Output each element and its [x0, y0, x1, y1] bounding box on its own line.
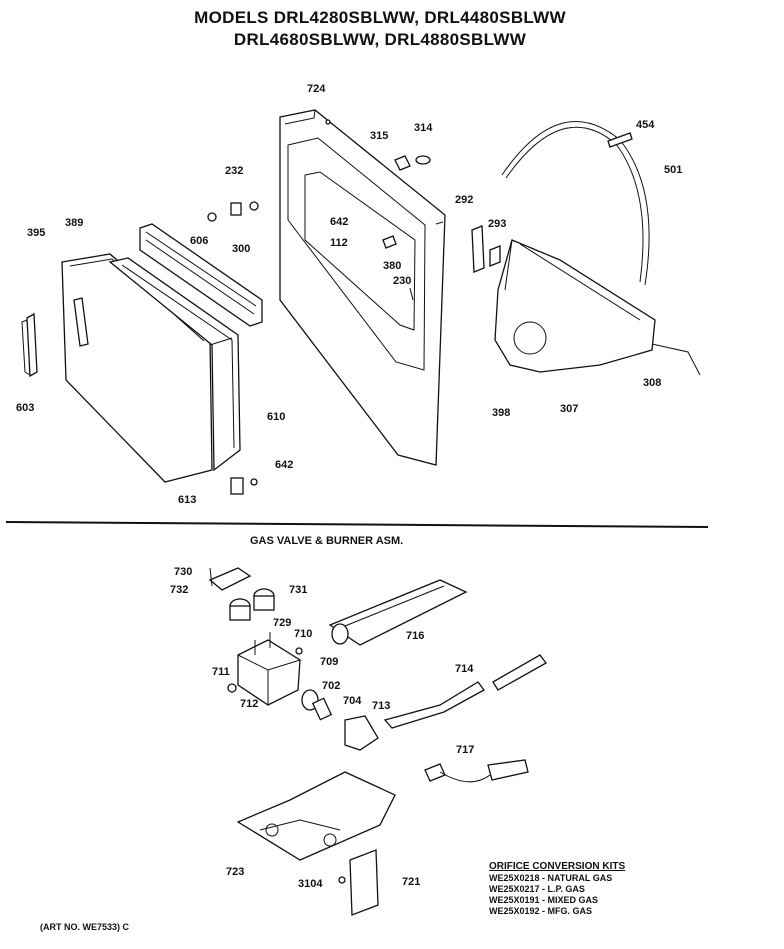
- part-label-716: 716: [406, 630, 425, 642]
- hinge-screws-part: [207, 201, 259, 222]
- art-number: (ART NO. WE7533) C: [40, 922, 130, 932]
- part-label-292: 292: [455, 194, 474, 206]
- door-panel-part: [61, 253, 215, 483]
- glide-part: [607, 132, 633, 148]
- part-label-723: 723: [226, 866, 245, 878]
- part-label-714: 714: [455, 663, 474, 675]
- orifice-kit-item: WE25X0191 - MIXED GAS: [489, 895, 599, 905]
- part-label-307: 307: [560, 403, 579, 415]
- part-label-308: 308: [643, 377, 662, 389]
- part-label-730: 730: [174, 566, 193, 578]
- bracket-293-part: [489, 245, 501, 267]
- bulkhead-part: [494, 239, 656, 373]
- lint-filter-part: [139, 223, 263, 327]
- part-label-610: 610: [267, 411, 286, 423]
- bracket-part: [394, 155, 411, 171]
- orifice-conversion-kits-table: ORIFICE CONVERSION KITS WE25X0218 - NATU…: [489, 861, 625, 917]
- part-label-293: 293: [488, 218, 507, 230]
- part-label-704: 704: [343, 695, 362, 707]
- part-label-501: 501: [664, 164, 683, 176]
- part-label-732: 732: [170, 584, 189, 596]
- part-label-606: 606: [190, 235, 209, 247]
- section-divider: [5, 521, 709, 528]
- part-label-389: 389: [65, 217, 84, 229]
- part-label-230: 230: [393, 275, 412, 287]
- orifice-kit-item: WE25X0217 - L.P. GAS: [489, 884, 585, 894]
- switch-part: [382, 235, 397, 249]
- catch-screw-part: [250, 478, 258, 486]
- part-label-642-top: 642: [330, 216, 349, 228]
- solenoid-coils-part: [229, 588, 275, 621]
- part-label-731: 731: [289, 584, 308, 596]
- part-label-380: 380: [383, 260, 402, 272]
- igniter-part: [424, 759, 529, 783]
- part-label-314: 314: [414, 122, 433, 134]
- part-label-642-bottom: 642: [275, 459, 294, 471]
- part-label-702: 702: [322, 680, 341, 692]
- clip-part: [415, 155, 431, 165]
- gas-valve-section-title: GAS VALVE & BURNER ASM.: [250, 535, 404, 547]
- gas-valve-body-part: [227, 632, 301, 706]
- valve-screw-part: [295, 647, 303, 655]
- part-label-712: 712: [240, 698, 259, 710]
- part-label-300: 300: [232, 243, 251, 255]
- part-label-710: 710: [294, 628, 313, 640]
- part-label-232: 232: [225, 165, 244, 177]
- part-label-454: 454: [636, 119, 655, 131]
- part-label-398: 398: [492, 407, 511, 419]
- part-label-613: 613: [178, 494, 197, 506]
- door-handle-part: [21, 312, 38, 378]
- mounting-bracket-part: [349, 849, 379, 916]
- combustion-chamber-part: [328, 579, 468, 646]
- part-label-315: 315: [370, 130, 389, 142]
- belt-part: [651, 343, 701, 376]
- burner-bracket-part: [236, 771, 396, 861]
- screw-730-part: [209, 567, 213, 587]
- orifice-kit-item: WE25X0218 - NATURAL GAS: [489, 873, 613, 883]
- bracket-292-part: [471, 225, 485, 273]
- part-label-112: 112: [330, 237, 348, 249]
- top-screw-part: [325, 119, 331, 125]
- part-label-711: 711: [212, 666, 230, 678]
- screw-230-part: [409, 287, 414, 301]
- front-panel-part: [279, 109, 446, 466]
- part-label-709: 709: [320, 656, 339, 668]
- door-catch-part: [230, 477, 244, 495]
- diagram-title-line2: DRL4680SBLWW, DRL4880SBLWW: [233, 30, 527, 49]
- screw-3104-part: [338, 876, 346, 884]
- manifold-fitting-part: [344, 715, 379, 751]
- diagram-title-line1: MODELS DRL4280SBLWW, DRL4480SBLWW: [194, 8, 566, 27]
- part-label-717: 717: [456, 744, 475, 756]
- part-label-603: 603: [16, 402, 35, 414]
- door-inner-panel-part: [108, 257, 241, 472]
- orifice-kits-header: ORIFICE CONVERSION KITS: [489, 861, 626, 872]
- part-label-3104: 3104: [298, 878, 323, 890]
- burner-tube-part: [383, 654, 547, 729]
- part-label-395: 395: [27, 227, 46, 239]
- orifice-part: [301, 689, 333, 721]
- part-label-713: 713: [372, 700, 391, 712]
- valve-bracket-part: [208, 567, 252, 591]
- part-label-724: 724: [307, 83, 326, 95]
- part-label-729: 729: [273, 617, 292, 629]
- orifice-kit-item: WE25X0192 - MFG. GAS: [489, 906, 593, 916]
- part-label-721: 721: [402, 876, 421, 888]
